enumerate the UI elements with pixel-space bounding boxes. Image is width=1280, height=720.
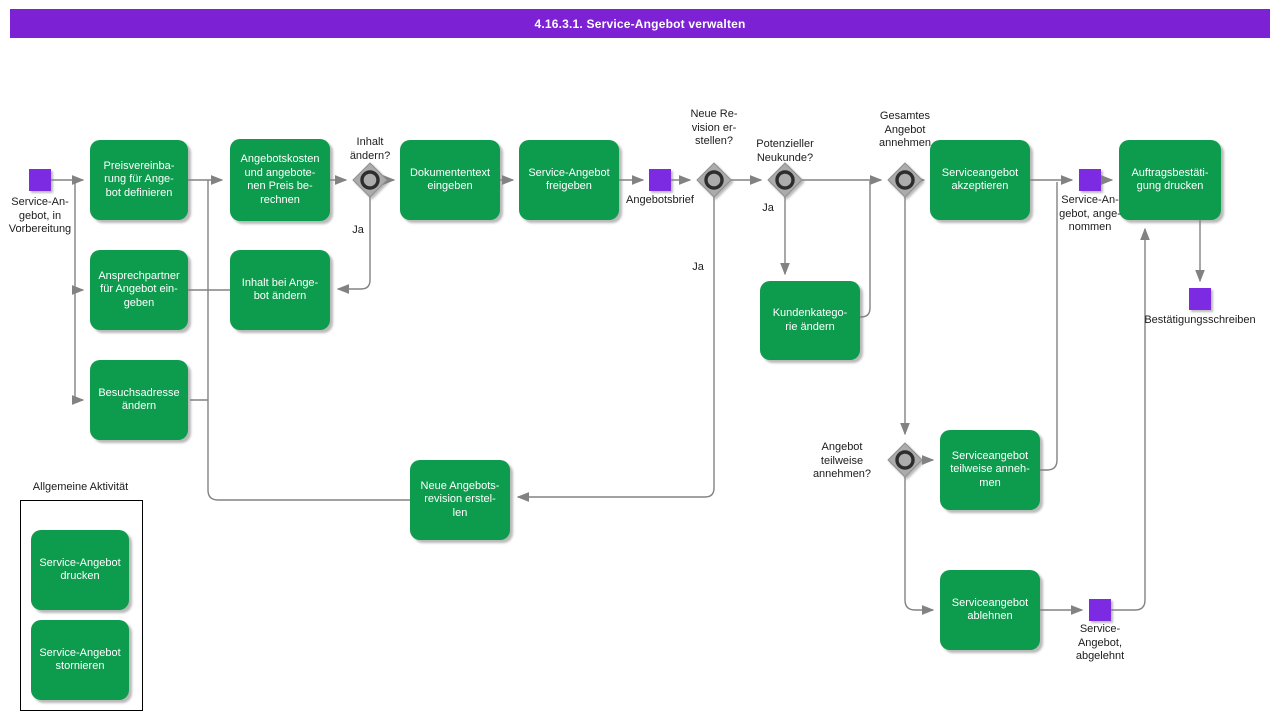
gateway-label-neue-revision: Neue Re- vision er- stellen? xyxy=(690,108,738,147)
activity-serviceangebot-teilweise-annehmen[interactable]: Serviceangebot teilweise anneh- men xyxy=(940,430,1040,510)
gateway-label-gesamtes-angebot: Gesamtes Angebot annehmen xyxy=(879,110,931,149)
legend-title: Allgemeine Aktivität xyxy=(32,481,129,493)
activity-neue-angebotsrevision-erstellen[interactable]: Neue Angebots- revision erstel- len xyxy=(410,460,510,540)
event-label-abgelehnt: Service- Angebot, abgelehnt xyxy=(1075,623,1125,662)
activity-besuchsadresse-aendern[interactable]: Besuchsadresse ändern xyxy=(90,360,188,440)
activity-auftragsbestaetigung-drucken[interactable]: Auftragsbestäti- gung drucken xyxy=(1119,140,1221,220)
activity-preisvereinbarung-definieren[interactable]: Preisvereinba- rung für Ange- bot defini… xyxy=(90,140,188,220)
activity-serviceangebot-akzeptieren[interactable]: Serviceangebot akzeptieren xyxy=(930,140,1030,220)
gateway-neue-revision-erstellen[interactable] xyxy=(695,161,733,199)
event-angebotsbrief[interactable] xyxy=(649,169,671,191)
branch-label-ja-revision: Ja xyxy=(692,261,704,273)
gateway-potenzieller-neukunde[interactable] xyxy=(766,161,804,199)
activity-kundenkategorie-aendern[interactable]: Kundenkatego- rie ändern xyxy=(760,281,860,360)
event-label-start: Service-An- gebot, in Vorbereitung xyxy=(8,196,72,235)
event-label-angenommen: Service-An- gebot, ange- nommen xyxy=(1059,194,1121,233)
page-title: 4.16.3.1. Service-Angebot verwalten xyxy=(534,16,746,31)
branch-label-ja-inhalt: Ja xyxy=(352,224,364,236)
gateway-label-teilweise-annehmen: Angebot teilweise annehmen? xyxy=(812,441,872,480)
legend-activity-service-angebot-stornieren[interactable]: Service-Angebot stornieren xyxy=(31,620,129,700)
event-label-bestaetigungsschreiben: Bestätigungsschreiben xyxy=(1144,314,1256,326)
event-service-angebot-abgelehnt[interactable] xyxy=(1089,599,1111,621)
event-service-angebot-angenommen[interactable] xyxy=(1079,169,1101,191)
branch-label-ja-neukunde: Ja xyxy=(762,202,774,214)
activity-service-angebot-freigeben[interactable]: Service-Angebot freigeben xyxy=(519,140,619,220)
gateway-inhalt-aendern[interactable] xyxy=(351,161,389,199)
activity-angebotskosten-berechnen[interactable]: Angebotskosten und angebote- nen Preis b… xyxy=(230,139,330,221)
activity-serviceangebot-ablehnen[interactable]: Serviceangebot ablehnen xyxy=(940,570,1040,650)
activity-ansprechpartner-eingeben[interactable]: Ansprechpartner für Angebot ein- geben xyxy=(90,250,188,330)
activity-inhalt-bei-angebot-aendern[interactable]: Inhalt bei Ange- bot ändern xyxy=(230,250,330,330)
gateway-label-neukunde: Potenzieller Neukunde? xyxy=(756,138,814,164)
gateway-gesamtes-angebot-annehmen[interactable] xyxy=(886,161,924,199)
legend-activity-service-angebot-drucken[interactable]: Service-Angebot drucken xyxy=(31,530,129,610)
event-start-service-angebot-in-vorbereitung[interactable] xyxy=(29,169,51,191)
diagram-title-bar: 4.16.3.1. Service-Angebot verwalten xyxy=(10,9,1270,38)
gateway-angebot-teilweise-annehmen[interactable] xyxy=(886,441,924,479)
event-bestaetigungsschreiben[interactable] xyxy=(1189,288,1211,310)
event-label-angebotsbrief: Angebotsbrief xyxy=(626,194,694,206)
gateway-label-inhalt-aendern: Inhalt ändern? xyxy=(349,136,391,162)
activity-dokumententext-eingeben[interactable]: Dokumententext eingeben xyxy=(400,140,500,220)
